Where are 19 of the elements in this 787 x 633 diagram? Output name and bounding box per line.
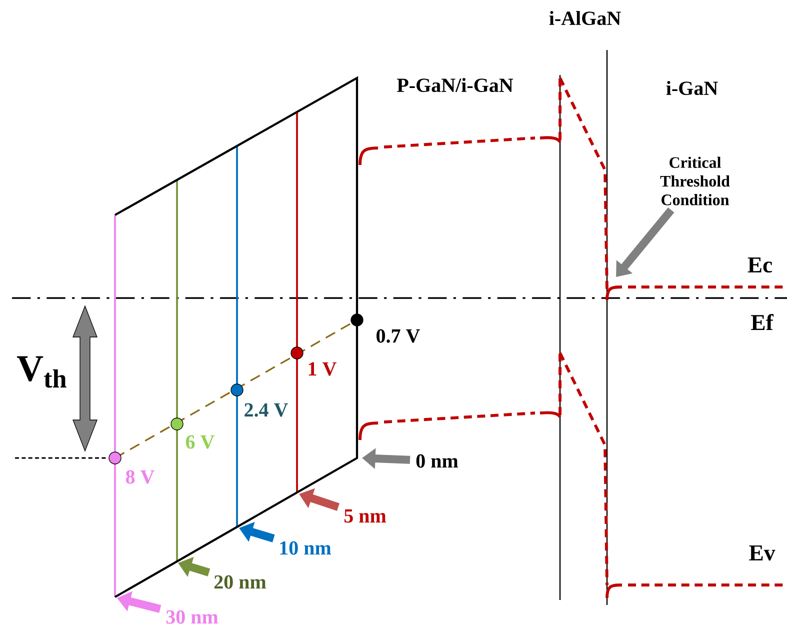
depth-label: 5 nm xyxy=(344,509,386,523)
layer-label: P-GaN/i-GaN xyxy=(397,78,514,92)
voltage-label: 1 V xyxy=(308,362,336,376)
voltage-label: 0.7 V xyxy=(376,329,420,343)
band-label: Ef xyxy=(751,314,774,330)
layer-label: i-AlGaN xyxy=(549,10,621,26)
depth-label: 10 nm xyxy=(280,541,332,555)
depth-label: 30 nm xyxy=(166,610,218,624)
voltage-label: 2.4 V xyxy=(244,403,288,417)
voltage-label: 6 V xyxy=(186,435,214,449)
annotation-text: Critical Threshold Condition xyxy=(660,156,730,206)
band-label: Ec xyxy=(748,257,772,273)
voltage-label: 8 V xyxy=(126,470,154,484)
band-label: Ev xyxy=(749,545,776,561)
threshold-label: V$_{th}$ xyxy=(17,356,66,388)
depth-label: 0 nm xyxy=(416,454,458,468)
layer-label: i-GaN xyxy=(666,80,718,96)
block-arrow xyxy=(616,207,674,277)
depth-label: 20 nm xyxy=(214,575,266,589)
